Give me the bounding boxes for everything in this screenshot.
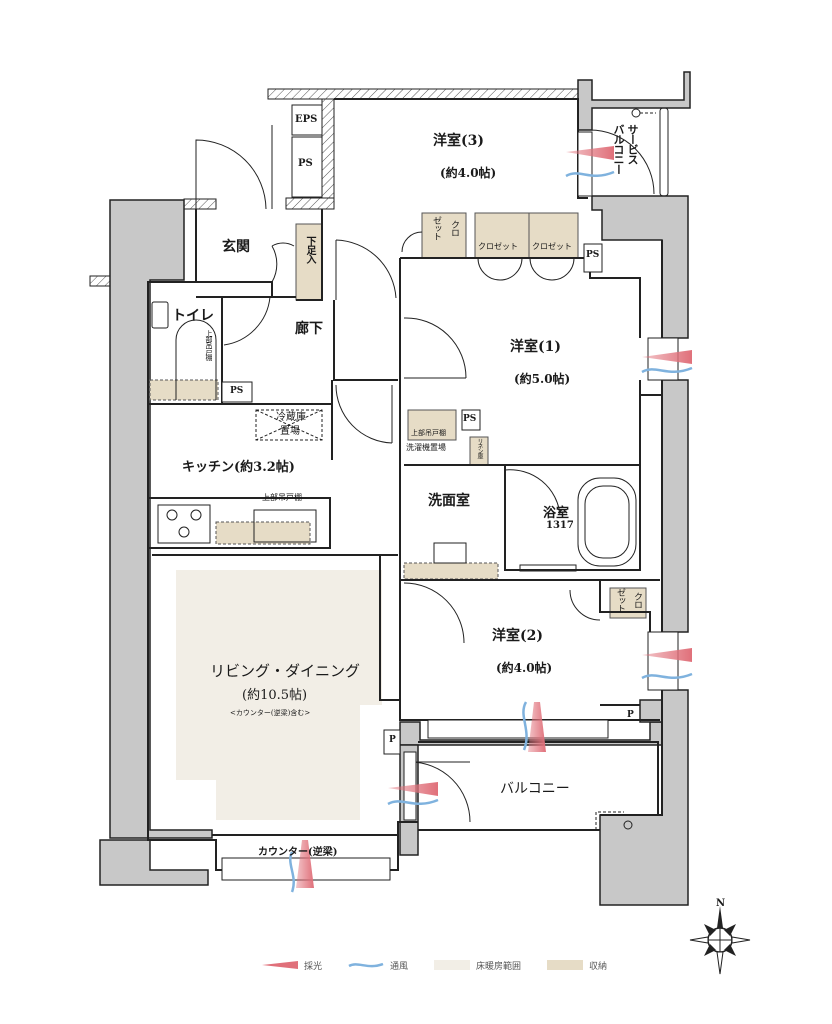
- fixtures: [151, 107, 669, 830]
- closet-room2-label-col1: クロ: [632, 592, 642, 608]
- room-western2-name: 洋室(2): [492, 628, 543, 644]
- service-balcony-label-col1: バルコニー: [612, 124, 625, 174]
- closet-label-1: クロゼット: [478, 242, 518, 251]
- storage-areas: [149, 212, 647, 619]
- legend-item-storage: 収納: [547, 959, 607, 972]
- windows: [221, 131, 679, 881]
- structural-walls: [99, 71, 691, 906]
- washer-label: 洗濯機置場: [406, 443, 446, 452]
- room-bathroom-name: 浴室: [543, 506, 570, 521]
- room-western1-area: (約5.0帖): [514, 372, 571, 386]
- ps-label-1: PS: [298, 158, 313, 169]
- fridge-label-2: 置場: [280, 426, 300, 437]
- compass-rose: [689, 906, 751, 975]
- room-entrance-name: 玄関: [222, 239, 250, 255]
- room-western2-area: (約4.0帖): [496, 661, 553, 675]
- upper-cabinet-kitchen-label: 上部吊戸棚: [262, 493, 302, 502]
- interior-walls: [147, 98, 663, 871]
- closet-room2-label-col2: ゼット: [615, 588, 625, 612]
- counter-label: カウンター(逆梁): [258, 847, 338, 858]
- fridge-label-1: 冷蔵庫: [276, 412, 306, 423]
- p-label-1: P: [627, 710, 634, 720]
- upper-cabinet-washroom-label: 上部吊戸棚: [411, 429, 446, 437]
- legend-item-wind: 通風: [348, 959, 408, 972]
- legend-label-floor-heating: 床暖房範囲: [476, 961, 522, 972]
- closet-small-label-col2: ゼット: [431, 216, 441, 240]
- room-western3-area: (約4.0帖): [440, 166, 497, 180]
- legend-label-storage: 収納: [589, 961, 608, 972]
- floor-heating-area: [176, 570, 382, 820]
- room-hallway-name: 廊下: [295, 321, 323, 337]
- compass-north-label: N: [716, 898, 726, 909]
- ps-label-4: PS: [463, 414, 477, 424]
- ps-label-3: PS: [586, 250, 600, 260]
- legend: 採光 通風 床暖房範囲 収納: [262, 957, 625, 973]
- room-bathroom-size: 1317: [546, 520, 574, 531]
- storage-swatch: [547, 960, 584, 970]
- closet-small-label-col1: クロ: [449, 220, 459, 236]
- eps-label: EPS: [295, 114, 318, 125]
- room-living-note: <カウンター(逆梁)含む>: [230, 709, 311, 717]
- legend-item-light: 採光: [262, 959, 322, 972]
- ventilation-arrows: [289, 170, 693, 893]
- door-swings: [195, 125, 655, 823]
- upper-cabinet-toilet-label: 上部吊戸棚: [205, 330, 213, 360]
- room-toilet-name: トイレ: [172, 308, 214, 324]
- linen-label: リネン庫: [476, 438, 483, 458]
- room-washroom-name: 洗面室: [428, 493, 470, 509]
- hatched-walls: [89, 88, 581, 287]
- floor-heating-swatch: [434, 960, 471, 970]
- service-balcony-label-col2: サービス: [626, 124, 639, 164]
- shoe-storage-label: 下足入: [304, 236, 315, 263]
- wind-wave-icon: [348, 962, 384, 968]
- legend-label-wind: 通風: [390, 961, 409, 972]
- room-western1-name: 洋室(1): [510, 339, 561, 355]
- closet-label-2: クロゼット: [532, 242, 572, 251]
- room-living-name: リビング・ダイニング: [210, 662, 361, 680]
- legend-label-light: 採光: [304, 961, 323, 972]
- ps-label-2: PS: [230, 386, 244, 396]
- light-arrow-icon: [262, 961, 298, 969]
- room-balcony-name: バルコニー: [500, 781, 570, 797]
- p-label-2: P: [389, 735, 396, 745]
- room-western3-name: 洋室(3): [433, 133, 484, 149]
- room-living-area: (約10.5帖): [242, 688, 308, 703]
- legend-item-floor-heating: 床暖房範囲: [434, 959, 521, 972]
- utility-boxes: [221, 104, 603, 755]
- daylight-arrows: [296, 146, 692, 888]
- room-kitchen-name: キッチン(約3.2帖): [182, 460, 295, 475]
